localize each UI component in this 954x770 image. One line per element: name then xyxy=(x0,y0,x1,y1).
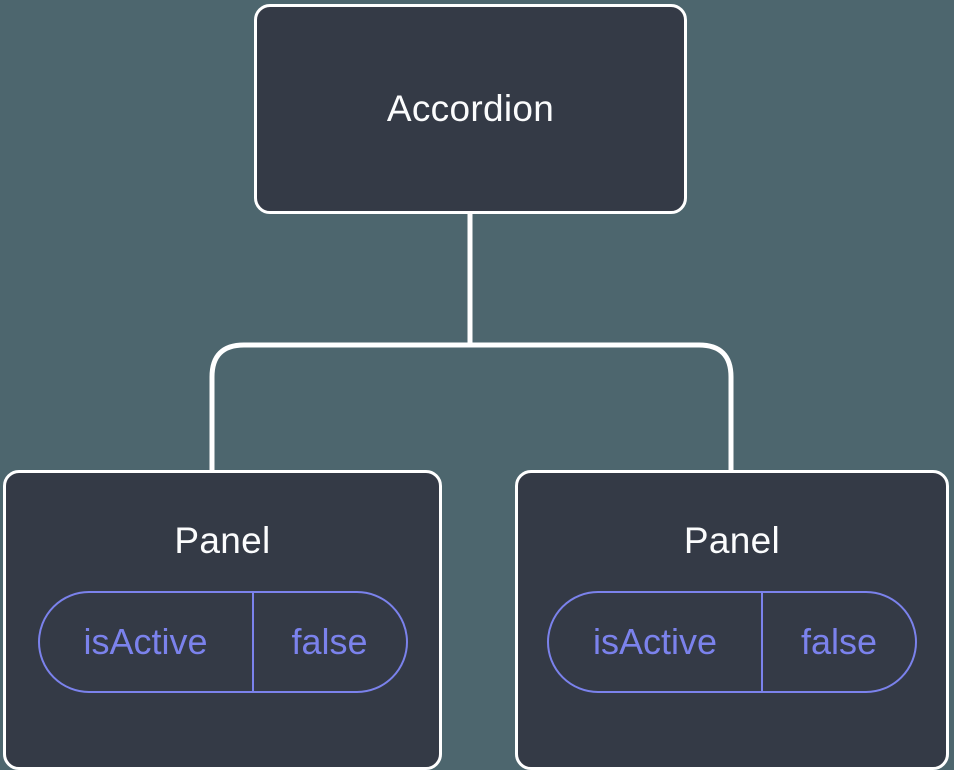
state-value: false xyxy=(801,621,878,662)
tree-node-panel-1: Panel isActive false xyxy=(3,470,442,770)
state-key: isActive xyxy=(549,593,764,691)
state-pill: isActive false xyxy=(547,591,917,693)
connector-branch xyxy=(209,342,734,471)
state-key: isActive xyxy=(40,593,254,691)
state-pill: isActive false xyxy=(37,591,408,693)
tree-node-panel-2: Panel isActive false xyxy=(515,470,949,770)
node-label: Accordion xyxy=(386,88,555,129)
node-label: Panel xyxy=(174,520,271,561)
tree-node-accordion: Accordion xyxy=(254,4,687,214)
state-value: false xyxy=(291,621,368,662)
node-label: Panel xyxy=(683,520,781,561)
